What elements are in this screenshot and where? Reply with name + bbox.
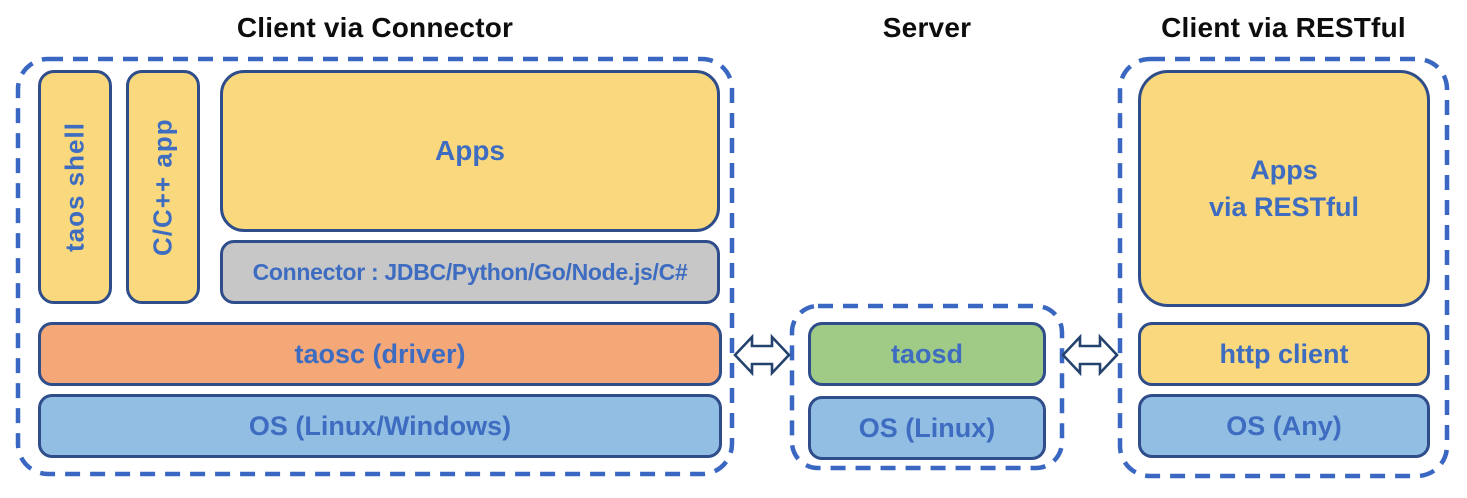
box-apps-via-restful: Apps via RESTful [1138,70,1430,307]
box-taos-shell: taos shell [38,70,112,304]
double-arrow-icon [1061,333,1119,377]
box-os-linux: OS (Linux) [808,396,1046,460]
section-title-connector-client: Client via Connector [236,12,514,43]
apps-via-restful-line2: via RESTful [1208,191,1360,222]
box-http-client: http client [1138,322,1430,386]
restful-client-dashed-border [1117,56,1450,479]
apps-via-restful-label: Apps via RESTful [1209,152,1359,225]
connector-client-dashed-border [15,56,735,477]
box-connector: Connector : JDBC/Python/Go/Node.js/C# [220,240,720,304]
apps-via-restful-line1: Apps [1250,155,1318,186]
section-title-restful-client: Client via RESTful [1161,12,1406,43]
section-title-server: Server [882,12,972,43]
box-os-linux-windows: OS (Linux/Windows) [38,394,722,458]
double-arrow-icon [733,333,791,377]
box-taosc-driver: taosc (driver) [38,322,722,386]
box-apps: Apps [220,70,720,232]
server-dashed-border [789,303,1065,471]
box-cpp-app: C/C++ app [126,70,200,304]
box-os-any: OS (Any) [1138,394,1430,458]
box-taosd: taosd [808,322,1046,386]
